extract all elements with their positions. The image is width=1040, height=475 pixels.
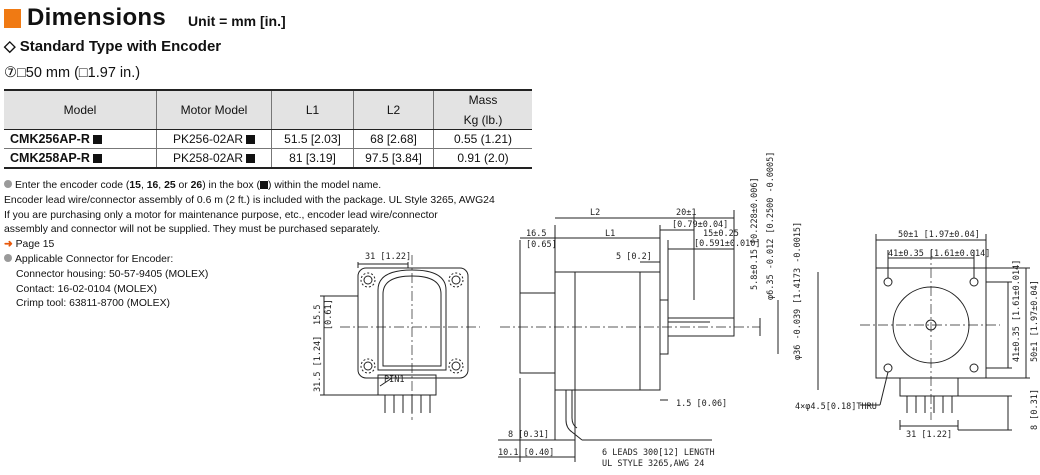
dim-label: [0.79±0.04] (672, 220, 728, 230)
dim-label: 31.5 [1.24] (313, 336, 323, 392)
dim-label: 20±1 (676, 208, 696, 218)
drawing-labels: 31 [1.22] 15.5 [0.61] 31.5 [1.24] PIN1 L… (313, 152, 1040, 469)
dim-label: φ36 -0.039 [1.4173 -0.0015] (793, 222, 803, 360)
dim-label: 6 LEADS 300[12] LENGTH (602, 448, 715, 458)
col-l1: L1 (271, 89, 354, 130)
page-link[interactable]: ➜ Page 15 (4, 239, 55, 251)
dim-label: [0.61] (324, 299, 334, 330)
dim-label: 5 [0.2] (616, 252, 652, 262)
code-box-icon (259, 181, 268, 189)
dim-label: L2 (590, 208, 600, 218)
code-box-icon (246, 154, 256, 163)
table-row: CMK258AP-R PK258-02AR 81 [3.19] 97.5 [3.… (4, 148, 532, 169)
motor-cell: PK256-02AR (172, 132, 244, 146)
dim-label: 4×φ4.5[0.18]THRU (795, 402, 877, 412)
mass-cell: 0.55 (1.21) (433, 129, 532, 149)
dim-label: 16.5 (526, 229, 546, 239)
table-row: CMK256AP-R PK256-02AR 51.5 [2.03] 68 [2.… (4, 129, 532, 149)
dim-label: UL STYLE 3265,AWG 24 (602, 459, 704, 469)
l2-cell: 97.5 [3.84] (353, 148, 434, 169)
dim-label: [0.591±0.010] (694, 239, 761, 249)
side-view (498, 210, 819, 462)
orange-square-icon (4, 8, 21, 28)
model-cell: CMK258AP-R (10, 151, 90, 165)
code-box-icon (92, 154, 102, 163)
model-cell: CMK256AP-R (10, 132, 90, 146)
note-maintenance-cont: assembly and connector will not be suppl… (4, 224, 381, 236)
mass-cell: 0.91 (2.0) (433, 148, 532, 169)
dim-label: L1 (605, 229, 615, 239)
subtitle: ◇ Standard Type with Encoder (4, 38, 222, 55)
dim-label: 31 [1.22] (906, 430, 952, 440)
dim-label: 41±0.35 [1.61±0.014] (888, 249, 990, 259)
arrow-right-icon: ➜ (4, 239, 13, 251)
note-maintenance: If you are purchasing only a motor for m… (4, 209, 438, 221)
note-connector: Applicable Connector for Encoder: (4, 253, 504, 268)
l1-cell: 81 [3.19] (271, 148, 354, 169)
dim-label: φ6.35 -0.012 [0.2500 -0.0005] (766, 152, 776, 300)
frame-size: ⑦□50 mm (□1.97 in.) (4, 65, 141, 81)
bullet-icon (4, 253, 12, 262)
code-box-icon (246, 135, 256, 144)
dim-label: 10.1 [0.40] (498, 448, 554, 458)
dim-label: 5.8±0.15 [0.228±0.006] (750, 177, 760, 290)
dim-label: 15.5 (313, 305, 323, 325)
dim-label: 8 [0.31] (508, 430, 549, 440)
unit-label: Unit = mm [in.] (188, 13, 286, 29)
dim-label: 50±1 [1.97±0.04] (1030, 280, 1040, 362)
connector-crimp-tool: Crimp tool: 63811-8700 (MOLEX) (16, 298, 171, 310)
section-header: Dimensions Unit = mm [in.] (4, 4, 286, 32)
note-encoder-code: Enter the encoder code (15, 16, 25 or 26… (4, 179, 504, 194)
dim-label: 8 [0.31] (1030, 389, 1040, 430)
connector-housing: Connector housing: 50-57-9405 (MOLEX) (16, 268, 209, 280)
connector-contact: Contact: 16-02-0104 (MOLEX) (16, 283, 157, 295)
rear-view (320, 255, 480, 420)
motor-cell: PK258-02AR (172, 151, 244, 165)
dim-label: PIN1 (384, 375, 404, 385)
col-l2: L2 (353, 89, 434, 130)
dim-label: 1.5 [0.06] (676, 399, 727, 409)
col-motor-model: Motor Model (156, 89, 272, 130)
page-title: Dimensions (27, 4, 167, 31)
dim-label: 31 [1.22] (365, 252, 411, 262)
dim-label: 41±0.35 [1.61±0.014] (1012, 260, 1022, 362)
front-view (860, 234, 1030, 431)
l2-cell: 68 [2.68] (353, 129, 434, 149)
code-box-icon (92, 135, 102, 144)
bullet-icon (4, 180, 12, 188)
notes: Enter the encoder code (15, 16, 25 or 26… (4, 179, 504, 312)
l1-cell: 51.5 [2.03] (271, 129, 354, 149)
dim-label: 50±1 [1.97±0.04] (898, 230, 980, 240)
note-lead-wire: Encoder lead wire/connector assembly of … (4, 194, 495, 206)
dim-label: 15±0.25 (703, 229, 739, 239)
dim-label: [0.65] (526, 240, 557, 250)
